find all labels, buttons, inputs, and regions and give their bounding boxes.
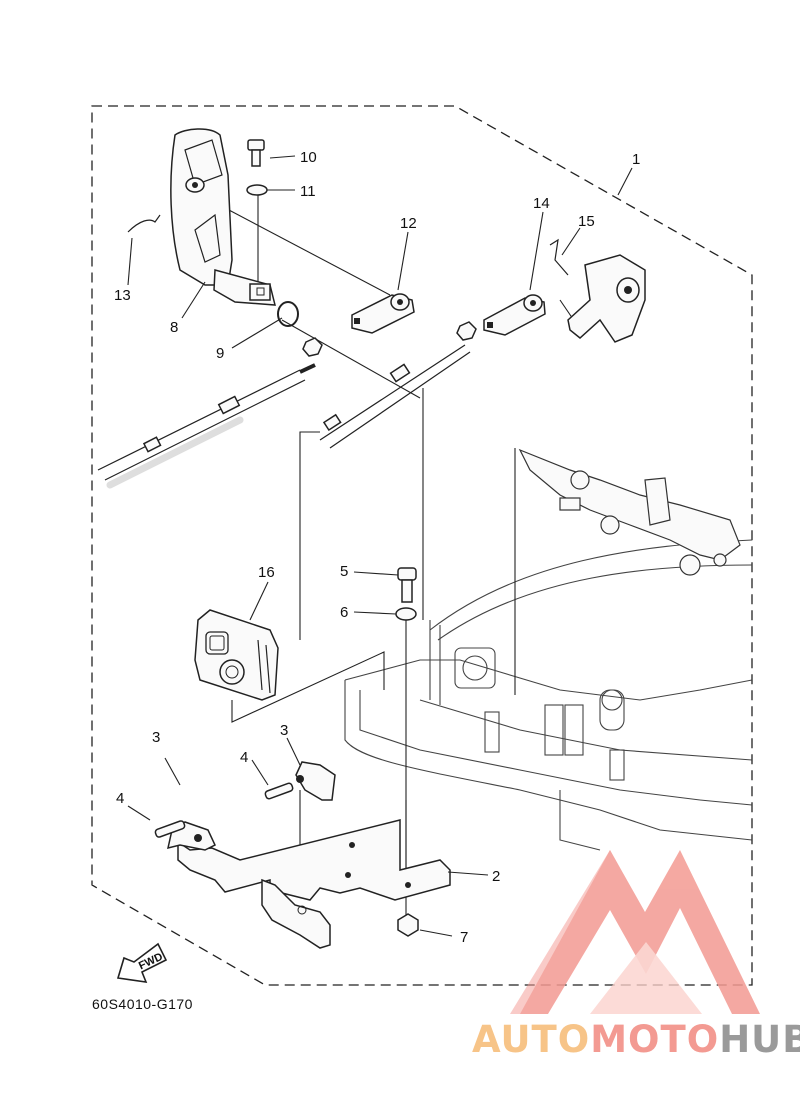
callout-4-right: 4: [240, 749, 248, 766]
callout-4-left: 4: [116, 790, 124, 807]
callout-3-left: 3: [152, 729, 160, 746]
bolt-part-10: [247, 139, 265, 167]
reference-lines: [198, 186, 576, 920]
washer-part-6: [395, 607, 417, 621]
callout-11: 11: [300, 183, 316, 200]
callout-15: 15: [578, 213, 595, 230]
cable-joint-part-14: [483, 294, 546, 336]
assembly-boundary: [91, 105, 753, 986]
callout-3-right: 3: [280, 722, 288, 739]
watermark-logo-icon: [510, 850, 760, 1014]
callout-1: 1: [632, 151, 640, 168]
callout-5: 5: [340, 563, 348, 580]
o-ring-part-9: [277, 301, 299, 327]
callout-13: 13: [114, 287, 131, 304]
remote-control-cables: [97, 344, 471, 489]
callout-2: 2: [492, 868, 500, 885]
pin-part-4-right: [264, 782, 294, 800]
brand-part-hub: HUB: [719, 1018, 800, 1061]
control-lever-part-8: [170, 128, 276, 306]
callout-16: 16: [258, 564, 275, 581]
callout-7: 7: [460, 929, 468, 946]
watermark-brand: AUTOMOTOHUB: [472, 1018, 800, 1061]
engine-base-outline: [344, 539, 753, 851]
clamp-part-3-right: [295, 761, 336, 801]
callout-9: 9: [216, 345, 224, 362]
bolt-part-5: [397, 567, 417, 603]
cable-holder-part-16: [194, 609, 279, 701]
callout-leaders: [127, 155, 633, 937]
washer-part-11: [246, 184, 268, 196]
callout-numbers: 1 2 3 3 4 4 5 6 7 8 9 10 11 12 13 14 15 …: [114, 149, 640, 946]
clip-part-13: [127, 214, 161, 233]
brand-part-moto: MOTO: [590, 1018, 720, 1061]
callout-6: 6: [340, 604, 348, 621]
nut-right: [456, 321, 477, 341]
diagram-code: 60S4010-G170: [92, 996, 193, 1012]
nut-part-7: [397, 913, 419, 937]
fwd-arrow-icon: FWD: [116, 942, 168, 983]
fwd-label: FWD: [137, 951, 165, 972]
nut-left: [302, 337, 323, 357]
pin-part-4-left: [154, 820, 186, 838]
throttle-lever: [567, 254, 646, 343]
callout-10: 10: [300, 149, 317, 166]
shift-linkage: [518, 448, 741, 576]
brand-part-auto: AUTO: [472, 1018, 591, 1061]
bracket-part-2: [177, 819, 451, 949]
callout-8: 8: [170, 319, 178, 336]
clip-part-15: [549, 238, 569, 276]
callout-14: 14: [533, 195, 550, 212]
callout-12: 12: [400, 215, 417, 232]
cable-joint-part-12: [351, 293, 415, 334]
